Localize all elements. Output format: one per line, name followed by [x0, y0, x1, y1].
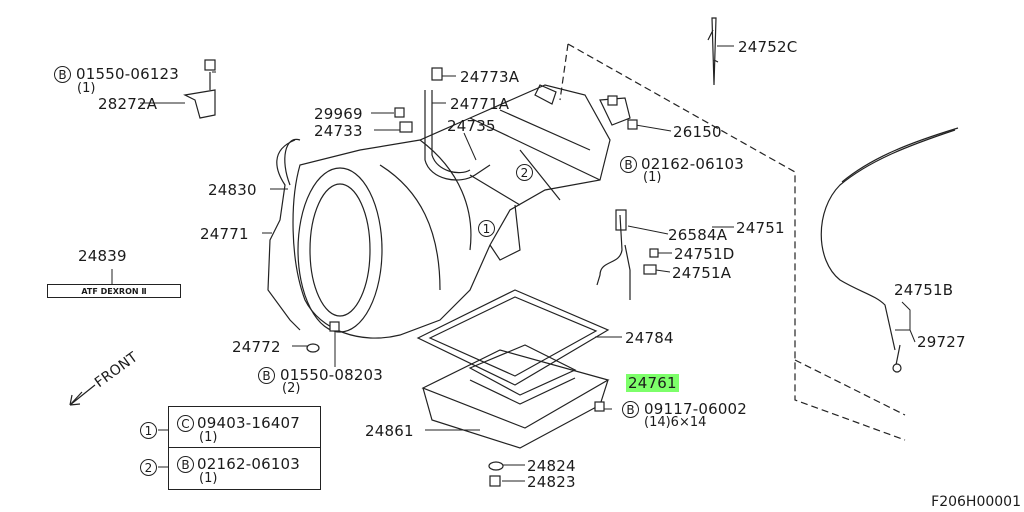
atf-label-box: ATF DEXRON Ⅱ: [47, 284, 181, 298]
legend-qty-2: (1): [199, 471, 218, 486]
bracket-28272A: [183, 72, 216, 119]
label-29969: 29969: [314, 105, 363, 123]
legend-code-2: 02162-06103: [197, 455, 301, 473]
legend-divider: [169, 447, 320, 448]
b-marker: B: [54, 66, 71, 83]
oil-pan: [421, 344, 610, 449]
clip-icon: [431, 67, 443, 81]
label-24771A: 24771A: [450, 95, 510, 113]
bolt-icon: [607, 95, 618, 106]
label-02162-06103: 02162-06103: [641, 155, 745, 173]
label-01550-08203: 01550-08203: [280, 366, 384, 384]
harness-24751: [596, 214, 631, 300]
label-24761: 24761: [626, 374, 679, 392]
label-24735: 24735: [447, 117, 496, 135]
label-29727: 29727: [917, 333, 966, 351]
bolt-icon: [594, 401, 605, 412]
label-26150: 26150: [673, 123, 722, 141]
qty-01550-08203: (2): [282, 381, 301, 396]
pan-gasket: [416, 289, 610, 386]
washer-icon: [306, 343, 320, 353]
dipstick: [707, 17, 719, 86]
label-28272A: 28272A: [98, 95, 158, 113]
clip-icon: [643, 264, 657, 275]
b-marker: B: [177, 456, 194, 473]
label-24751: 24751: [736, 219, 785, 237]
qty-09117-06002: (14)6×14: [644, 415, 707, 430]
bolt-icon: [649, 248, 659, 258]
qty-02162-06103: (1): [643, 170, 662, 185]
legend-code-1: 09403-16407: [197, 414, 301, 432]
bolt-icon: [627, 119, 638, 130]
dashed-boundary: [559, 43, 906, 441]
qty-01550-06123: (1): [77, 81, 96, 96]
label-24773A: 24773A: [460, 68, 520, 86]
label-24752C: 24752C: [738, 38, 798, 56]
plug-icon: [489, 475, 501, 487]
label-24823: 24823: [527, 473, 576, 491]
legend-marker-2: 2: [140, 459, 157, 476]
washer-icon: [892, 363, 902, 373]
label-24784: 24784: [625, 329, 674, 347]
label-24771: 24771: [200, 225, 249, 243]
figure-code: F206H00001: [931, 494, 1021, 510]
shift-cable: [820, 129, 956, 351]
highlighted-part-24761: 24761: [626, 374, 679, 392]
label-24772: 24772: [232, 338, 281, 356]
b-marker: B: [620, 156, 637, 173]
legend-qty-1: (1): [199, 430, 218, 445]
b-marker: B: [622, 401, 639, 418]
label-24839: 24839: [78, 247, 127, 265]
label-24751D: 24751D: [674, 245, 735, 263]
c-marker: C: [177, 415, 194, 432]
front-arrow: [69, 384, 96, 406]
filler-tube: [424, 90, 491, 181]
label-24751B: 24751B: [894, 281, 954, 299]
bolt-icon: [204, 59, 216, 71]
bolt-icon: [394, 107, 405, 118]
dipstick-tube: [267, 139, 301, 331]
label-01550-06123: 01550-06123: [76, 65, 180, 83]
label-24830: 24830: [208, 181, 257, 199]
leader-lines: [111, 45, 916, 482]
washer-icon: [488, 461, 504, 471]
label-24861: 24861: [365, 422, 414, 440]
legend-box: C 09403-16407 (1) B 02162-06103 (1): [168, 406, 321, 490]
label-24751A: 24751A: [672, 264, 732, 282]
legend-marker-1: 1: [140, 422, 157, 439]
b-marker: B: [258, 367, 275, 384]
callout-2-marker: 2: [516, 164, 533, 181]
label-24824: 24824: [527, 457, 576, 475]
bolt-icon: [329, 321, 340, 332]
callout-1-marker: 1: [478, 220, 495, 237]
label-09117-06002: 09117-06002: [644, 400, 748, 418]
clip-icon: [399, 121, 413, 133]
label-24733: 24733: [314, 122, 363, 140]
label-26584A: 26584A: [668, 226, 728, 244]
